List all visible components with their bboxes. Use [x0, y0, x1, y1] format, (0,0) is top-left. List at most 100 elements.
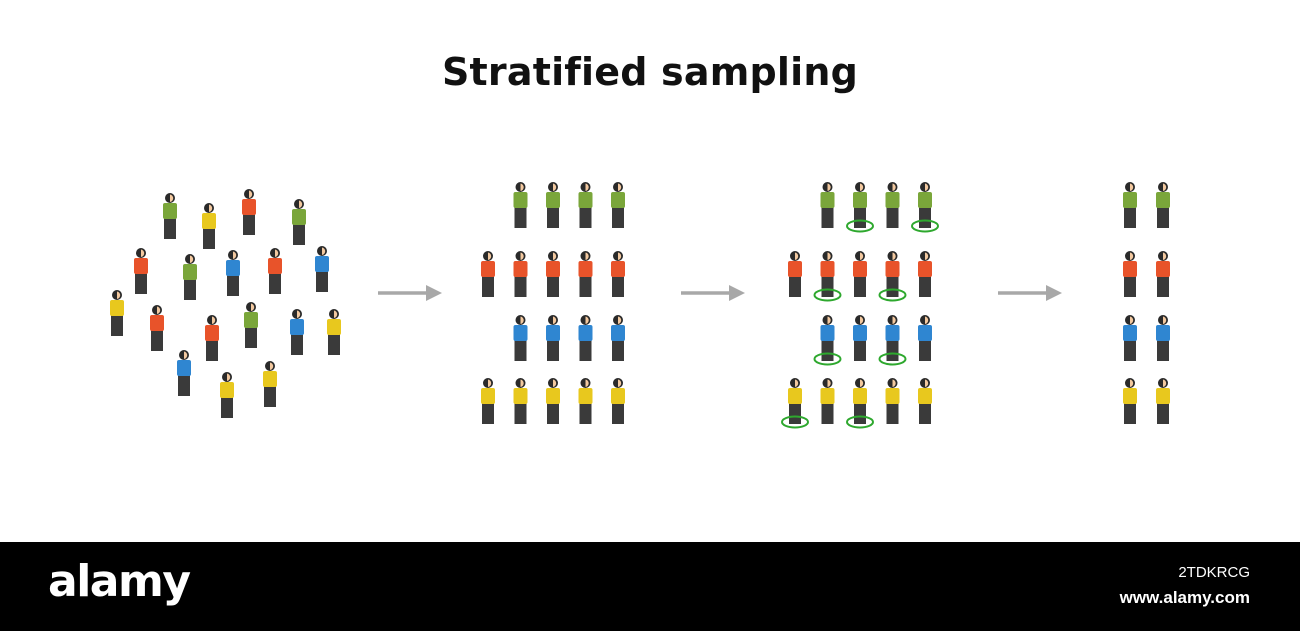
- selection-ring: [878, 352, 907, 366]
- person-face: [618, 316, 622, 324]
- person-face: [275, 249, 279, 257]
- person-face: [553, 252, 557, 260]
- selection-ring: [846, 415, 874, 429]
- person-shirt: [244, 312, 258, 328]
- person-shirt: [853, 325, 867, 341]
- person-face: [892, 379, 896, 387]
- person-shirt: [150, 315, 164, 331]
- person-shirt: [268, 258, 282, 274]
- person-face: [892, 183, 896, 191]
- person-shirt: [918, 192, 932, 208]
- person-shirt: [885, 261, 900, 277]
- watermark-footer: alamy 2TDKRCG www.alamy.com: [0, 542, 1300, 631]
- person-shirt: [163, 203, 177, 219]
- person-legs: [227, 275, 239, 296]
- person-face: [1163, 316, 1167, 324]
- person-face: [585, 379, 589, 387]
- person-legs: [264, 386, 276, 407]
- person-face: [1130, 252, 1134, 260]
- stratum-person-blue: [513, 315, 528, 361]
- person-face: [1130, 183, 1134, 191]
- person-face: [270, 362, 274, 370]
- image-id: 2TDKRCG: [1178, 564, 1250, 581]
- population-person-yellow: [220, 372, 234, 418]
- person-face: [1163, 252, 1167, 260]
- person-face: [925, 252, 929, 260]
- diagram-area: Stratified sampling: [110, 50, 1170, 429]
- person-legs: [328, 334, 340, 355]
- person-legs: [612, 340, 624, 361]
- person-face: [488, 252, 492, 260]
- person-legs: [206, 340, 218, 361]
- arrow-strata-to-selection: [681, 285, 745, 301]
- person-legs: [547, 340, 559, 361]
- person-shirt: [820, 388, 835, 404]
- person-shirt: [134, 258, 148, 274]
- population-person-red: [150, 305, 164, 351]
- person-legs: [135, 273, 147, 294]
- person-shirt: [611, 261, 625, 277]
- person-legs: [316, 271, 328, 292]
- selection-person-yellow: [788, 378, 802, 424]
- site-url: www.alamy.com: [1119, 588, 1250, 607]
- stratum-person-red: [578, 251, 593, 297]
- person-face: [827, 379, 831, 387]
- person-shirt: [788, 261, 802, 277]
- stratum-person-yellow: [578, 378, 593, 424]
- person-legs: [514, 207, 527, 228]
- person-face: [618, 252, 622, 260]
- person-legs: [221, 397, 233, 418]
- person-legs: [1157, 403, 1169, 424]
- person-legs: [886, 403, 899, 424]
- person-shirt: [578, 261, 593, 277]
- person-shirt: [327, 319, 341, 335]
- person-shirt: [1123, 388, 1137, 404]
- person-legs: [854, 403, 866, 424]
- stratum-person-red: [481, 251, 495, 297]
- person-legs: [111, 315, 123, 336]
- person-face: [520, 183, 524, 191]
- population-person-blue: [177, 350, 191, 396]
- sample-person-blue: [1123, 315, 1137, 361]
- person-face: [860, 252, 864, 260]
- person-face: [184, 351, 188, 359]
- person-face: [1130, 316, 1134, 324]
- person-face: [827, 183, 831, 191]
- person-legs: [789, 276, 801, 297]
- person-legs: [1124, 403, 1136, 424]
- page-title: Stratified sampling: [441, 50, 859, 94]
- person-face: [141, 249, 145, 257]
- person-face: [892, 316, 896, 324]
- person-shirt: [820, 261, 835, 277]
- person-shirt: [202, 213, 216, 229]
- person-legs: [293, 224, 305, 245]
- brand-logo: alamy: [48, 556, 191, 607]
- person-face: [860, 183, 864, 191]
- sample-person-green: [1123, 182, 1137, 228]
- selection-person-yellow: [918, 378, 932, 424]
- sample-person-green: [1156, 182, 1170, 228]
- person-face: [827, 316, 831, 324]
- person-shirt: [263, 371, 277, 387]
- person-shirt: [1156, 192, 1170, 208]
- population-person-yellow: [202, 203, 216, 249]
- stratified-sampling-diagram: [110, 182, 1170, 429]
- person-face: [1163, 183, 1167, 191]
- person-shirt: [315, 256, 329, 272]
- population-person-green: [244, 302, 258, 348]
- sample-person-red: [1156, 251, 1170, 297]
- selection-person-red: [853, 251, 867, 297]
- person-shirt: [885, 388, 900, 404]
- person-shirt: [290, 319, 304, 335]
- person-legs: [919, 207, 931, 228]
- person-legs: [1157, 207, 1169, 228]
- selection-person-green: [885, 182, 900, 228]
- person-face: [925, 379, 929, 387]
- person-legs: [789, 403, 801, 424]
- person-legs: [612, 403, 624, 424]
- person-shirt: [1123, 261, 1137, 277]
- person-legs: [612, 207, 624, 228]
- person-face: [925, 183, 929, 191]
- person-legs: [821, 276, 834, 297]
- person-shirt: [788, 388, 802, 404]
